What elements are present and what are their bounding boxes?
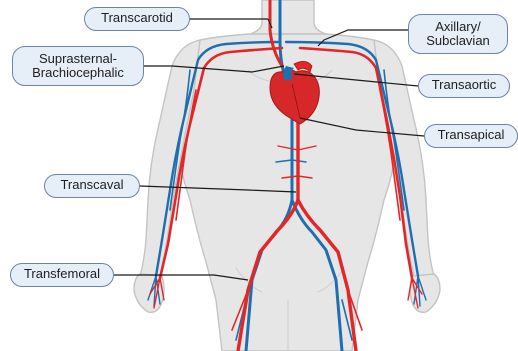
label-transfemoral: Transfemoral bbox=[10, 263, 114, 287]
label-suprasternal-brachiocephalic: Suprasternal- Brachiocephalic bbox=[12, 46, 144, 86]
label-axillary-text-1: Axillary/ bbox=[418, 20, 498, 34]
label-transfemoral-text: Transfemoral bbox=[20, 267, 104, 281]
label-transcaval-text: Transcaval bbox=[54, 178, 130, 192]
label-transcarotid-text: Transcarotid bbox=[94, 11, 180, 25]
label-transaortic: Transaortic bbox=[418, 74, 510, 98]
label-transcarotid: Transcarotid bbox=[84, 7, 190, 31]
label-axillary-subclavian: Axillary/ Subclavian bbox=[408, 14, 508, 54]
label-transaortic-text: Transaortic bbox=[428, 78, 500, 92]
label-suprasternal-text-2: Brachiocephalic bbox=[22, 66, 134, 80]
label-transapical-text: Transapical bbox=[434, 128, 508, 142]
label-transapical: Transapical bbox=[424, 124, 518, 148]
label-transcaval: Transcaval bbox=[44, 174, 140, 198]
label-suprasternal-text-1: Suprasternal- bbox=[22, 52, 134, 66]
label-axillary-text-2: Subclavian bbox=[418, 34, 498, 48]
